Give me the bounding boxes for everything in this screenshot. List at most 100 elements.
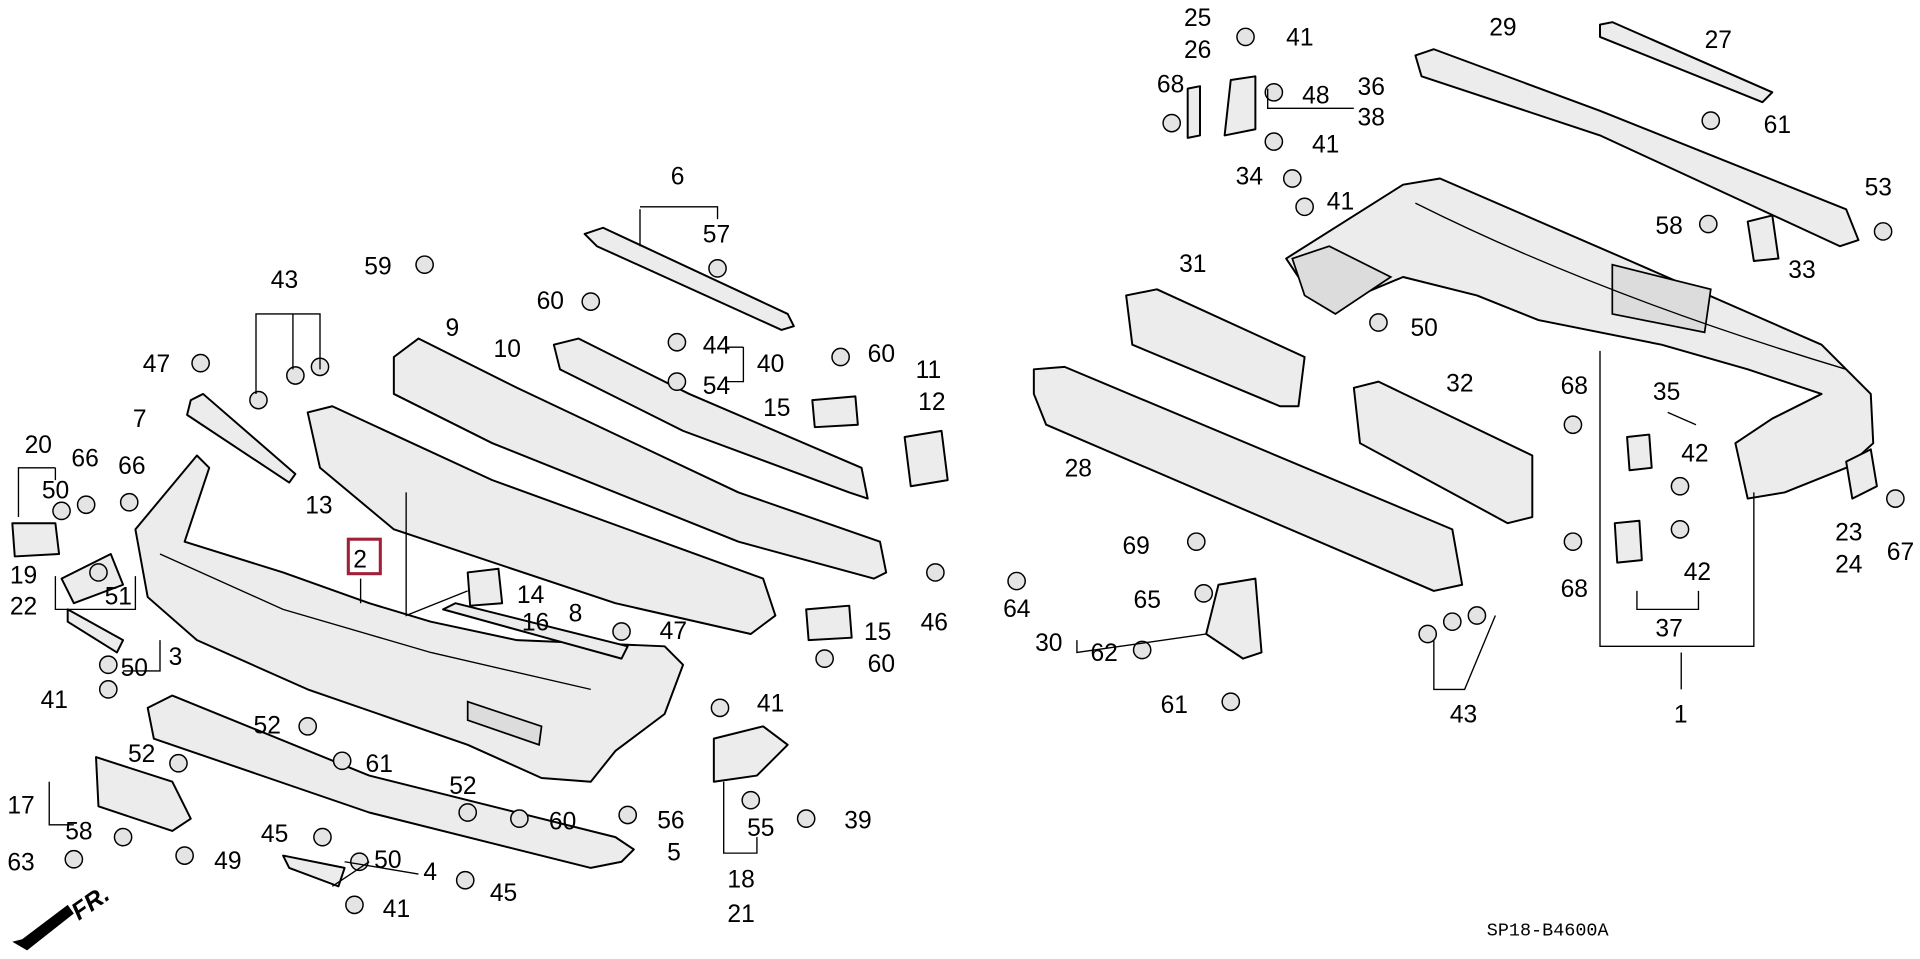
fastener-clip-icon[interactable] bbox=[1186, 532, 1206, 552]
callout-15[interactable]: 15 bbox=[864, 619, 891, 646]
callout-68[interactable]: 68 bbox=[1561, 373, 1588, 400]
callout-3[interactable]: 3 bbox=[169, 644, 183, 671]
callout-18[interactable]: 18 bbox=[727, 867, 754, 894]
callout-52[interactable]: 52 bbox=[254, 713, 281, 740]
bracket-35[interactable] bbox=[1626, 433, 1653, 472]
callout-50[interactable]: 50 bbox=[42, 478, 69, 505]
fastener-clip-icon[interactable] bbox=[113, 827, 133, 847]
callout-19[interactable]: 19 bbox=[10, 563, 37, 590]
callout-25[interactable]: 25 bbox=[1184, 5, 1211, 32]
callout-41[interactable]: 41 bbox=[1327, 188, 1354, 215]
callout-43[interactable]: 43 bbox=[271, 267, 298, 294]
fastener-clip-icon[interactable] bbox=[52, 501, 71, 521]
callout-58[interactable]: 58 bbox=[1655, 213, 1682, 240]
fastener-clip-icon[interactable] bbox=[510, 809, 529, 829]
callout-33[interactable]: 33 bbox=[1788, 257, 1815, 284]
callout-29[interactable]: 29 bbox=[1489, 15, 1516, 42]
fastener-clip-icon[interactable] bbox=[1670, 476, 1690, 496]
callout-21[interactable]: 21 bbox=[727, 901, 754, 928]
fastener-clip-icon[interactable] bbox=[1282, 169, 1302, 188]
rear-bumper-side-rail[interactable] bbox=[1599, 21, 1774, 104]
callout-68[interactable]: 68 bbox=[1157, 71, 1184, 98]
callout-45[interactable]: 45 bbox=[490, 880, 517, 907]
garnish-8[interactable] bbox=[442, 602, 629, 660]
fastener-clip-icon[interactable] bbox=[1698, 214, 1718, 234]
callout-35[interactable]: 35 bbox=[1653, 379, 1680, 406]
callout-44[interactable]: 44 bbox=[703, 332, 730, 359]
fastener-clip-icon[interactable] bbox=[741, 790, 761, 810]
fastener-clip-icon[interactable] bbox=[612, 622, 631, 641]
fastener-clip-icon[interactable] bbox=[667, 372, 687, 391]
fastener-clip-icon[interactable] bbox=[298, 716, 318, 736]
fastener-clip-icon[interactable] bbox=[618, 805, 638, 825]
callout-15[interactable]: 15 bbox=[763, 395, 790, 422]
callout-12[interactable]: 12 bbox=[918, 389, 945, 416]
callout-27[interactable]: 27 bbox=[1705, 27, 1732, 54]
callout-69[interactable]: 69 bbox=[1122, 533, 1149, 560]
fastener-clip-icon[interactable] bbox=[1886, 489, 1905, 508]
callout-34[interactable]: 34 bbox=[1236, 164, 1263, 191]
callout-10[interactable]: 10 bbox=[494, 336, 521, 363]
rear-bumper-cover[interactable] bbox=[1285, 177, 1875, 500]
callout-14[interactable]: 14 bbox=[517, 582, 544, 609]
rear-side-spacer-23[interactable] bbox=[1845, 448, 1878, 500]
callout-13[interactable]: 13 bbox=[305, 492, 332, 519]
callout-6[interactable]: 6 bbox=[671, 164, 685, 191]
bracket-26[interactable] bbox=[1186, 85, 1201, 139]
fastener-clip-icon[interactable] bbox=[89, 563, 108, 582]
callout-31[interactable]: 31 bbox=[1179, 251, 1206, 278]
callout-67[interactable]: 67 bbox=[1887, 539, 1914, 566]
fastener-clip-icon[interactable] bbox=[332, 751, 352, 771]
fastener-clip-icon[interactable] bbox=[458, 803, 478, 822]
front-side-strip[interactable] bbox=[186, 392, 297, 484]
fastener-clip-icon[interactable] bbox=[581, 292, 601, 311]
callout-37[interactable]: 37 bbox=[1655, 615, 1682, 642]
callout-46[interactable]: 46 bbox=[921, 609, 948, 636]
fastener-clip-icon[interactable] bbox=[708, 259, 727, 278]
fastener-clip-icon[interactable] bbox=[710, 698, 730, 718]
callout-41[interactable]: 41 bbox=[757, 691, 784, 718]
callout-42[interactable]: 42 bbox=[1681, 441, 1708, 468]
callout-52[interactable]: 52 bbox=[128, 741, 155, 768]
callout-36[interactable]: 36 bbox=[1358, 74, 1385, 101]
callout-65[interactable]: 65 bbox=[1134, 587, 1161, 614]
callout-32[interactable]: 32 bbox=[1446, 370, 1473, 397]
fastener-clip-icon[interactable] bbox=[796, 809, 816, 829]
bracket-15b[interactable] bbox=[805, 604, 853, 642]
fastener-clip-icon[interactable] bbox=[64, 849, 84, 869]
fastener-clip-icon[interactable] bbox=[286, 366, 305, 385]
callout-66[interactable]: 66 bbox=[118, 453, 145, 480]
callout-5[interactable]: 5 bbox=[667, 840, 681, 867]
callout-45[interactable]: 45 bbox=[261, 821, 288, 848]
callout-68[interactable]: 68 bbox=[1561, 576, 1588, 603]
callout-40[interactable]: 40 bbox=[757, 351, 784, 378]
front-bumper-beam[interactable] bbox=[392, 337, 888, 580]
callout-60[interactable]: 60 bbox=[868, 651, 895, 678]
front-lower-spoiler[interactable] bbox=[146, 694, 635, 869]
fastener-clip-icon[interactable] bbox=[1369, 313, 1388, 332]
callout-30[interactable]: 30 bbox=[1035, 630, 1062, 657]
callout-39[interactable]: 39 bbox=[844, 808, 871, 835]
fastener-clip-icon[interactable] bbox=[1221, 692, 1241, 712]
fastener-clip-icon[interactable] bbox=[1194, 584, 1214, 603]
callout-53[interactable]: 53 bbox=[1865, 175, 1892, 202]
callout-16[interactable]: 16 bbox=[522, 609, 549, 636]
fastener-clip-icon[interactable] bbox=[1264, 82, 1284, 102]
fastener-clip-icon[interactable] bbox=[455, 870, 475, 890]
callout-41[interactable]: 41 bbox=[41, 687, 68, 714]
rear-absorber-left[interactable] bbox=[1125, 288, 1306, 408]
callout-60[interactable]: 60 bbox=[868, 341, 895, 368]
bracket-33[interactable] bbox=[1746, 214, 1780, 262]
callout-61[interactable]: 61 bbox=[1764, 112, 1791, 139]
fastener-clip-icon[interactable] bbox=[98, 655, 118, 675]
callout-60[interactable]: 60 bbox=[549, 809, 576, 836]
callout-1[interactable]: 1 bbox=[1674, 702, 1688, 729]
bracket-20[interactable] bbox=[11, 522, 61, 558]
callout-23[interactable]: 23 bbox=[1835, 519, 1862, 546]
bracket-3[interactable] bbox=[66, 608, 125, 654]
callout-41[interactable]: 41 bbox=[1312, 132, 1339, 159]
callout-57[interactable]: 57 bbox=[703, 222, 730, 249]
callout-24[interactable]: 24 bbox=[1835, 551, 1862, 578]
callout-61[interactable]: 61 bbox=[1161, 692, 1188, 719]
fastener-clip-icon[interactable] bbox=[1873, 222, 1893, 241]
